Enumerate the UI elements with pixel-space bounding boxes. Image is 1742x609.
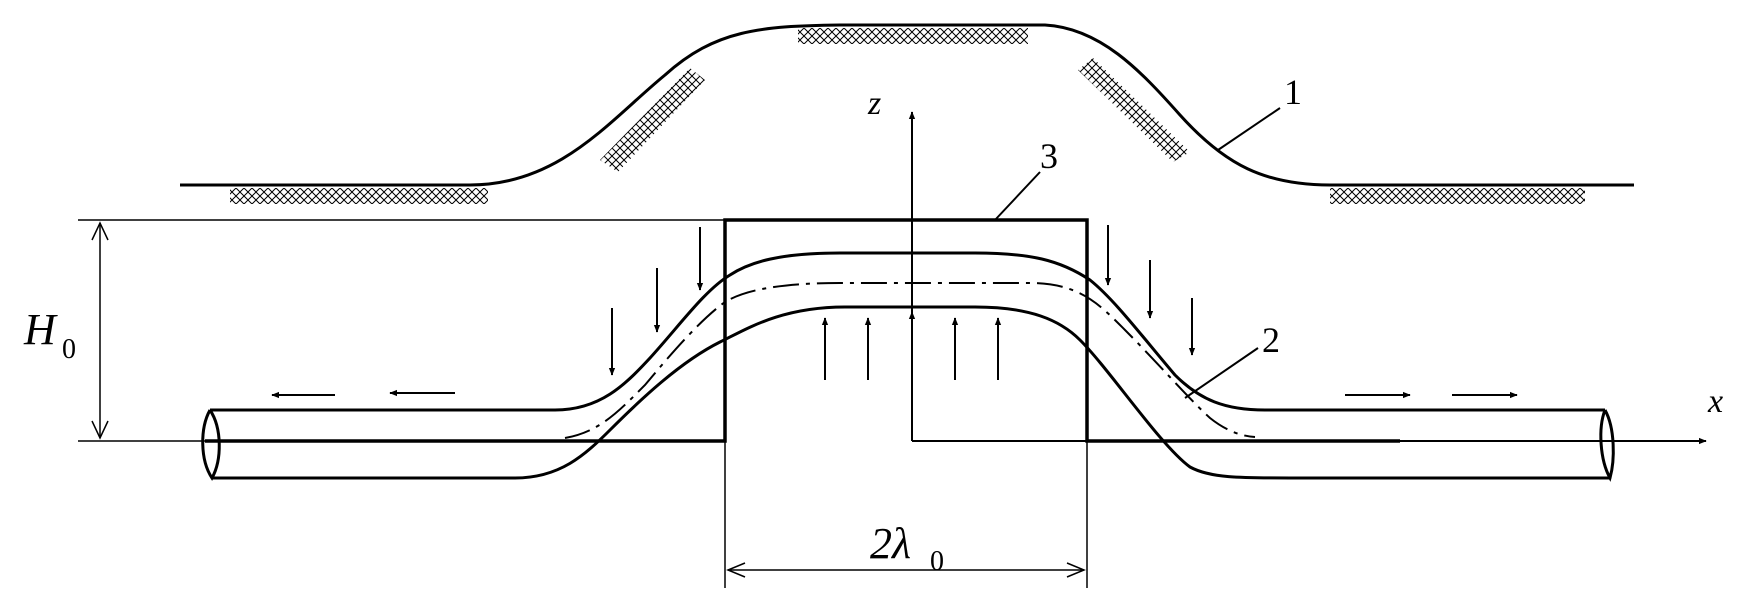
callout-1-label: 1 xyxy=(1284,72,1302,112)
height-label: H xyxy=(23,305,58,354)
height-dimension xyxy=(91,221,109,440)
ground-hatch-left xyxy=(230,188,488,204)
x-axis-label: x xyxy=(1707,383,1723,420)
callout-2-label: 2 xyxy=(1262,320,1280,360)
callout-2-leader xyxy=(1184,347,1259,399)
span-dimension xyxy=(724,441,1088,588)
callout-1-leader xyxy=(1217,107,1281,151)
ground-hatch-top xyxy=(798,28,1028,44)
pipe-right-end-cap xyxy=(1599,409,1615,482)
span-label-subscript: 0 xyxy=(930,546,944,577)
ground-hatch-left-slope xyxy=(600,68,705,172)
pipe-bottom-wall xyxy=(212,305,1610,480)
pipeline xyxy=(201,251,1615,482)
callout-3-label: 3 xyxy=(1040,136,1058,176)
downward-load-arrows-left xyxy=(608,227,704,376)
z-axis-label: z xyxy=(867,85,881,122)
height-label-subscript: 0 xyxy=(62,334,76,365)
downward-load-arrows-right xyxy=(1104,225,1196,356)
ground-hatch-right-slope xyxy=(1078,58,1190,162)
ground-surface xyxy=(180,23,1634,204)
pipe-top-wall xyxy=(210,251,1605,412)
pipe-left-end-cap xyxy=(201,409,221,481)
callout-3-leader xyxy=(994,171,1041,221)
pipe-centerline xyxy=(564,282,1256,439)
upward-load-arrows xyxy=(821,311,1002,380)
span-label: 2λ xyxy=(870,519,911,568)
ground-hatch-right xyxy=(1330,188,1585,204)
displacement-arrows-left xyxy=(271,389,455,399)
